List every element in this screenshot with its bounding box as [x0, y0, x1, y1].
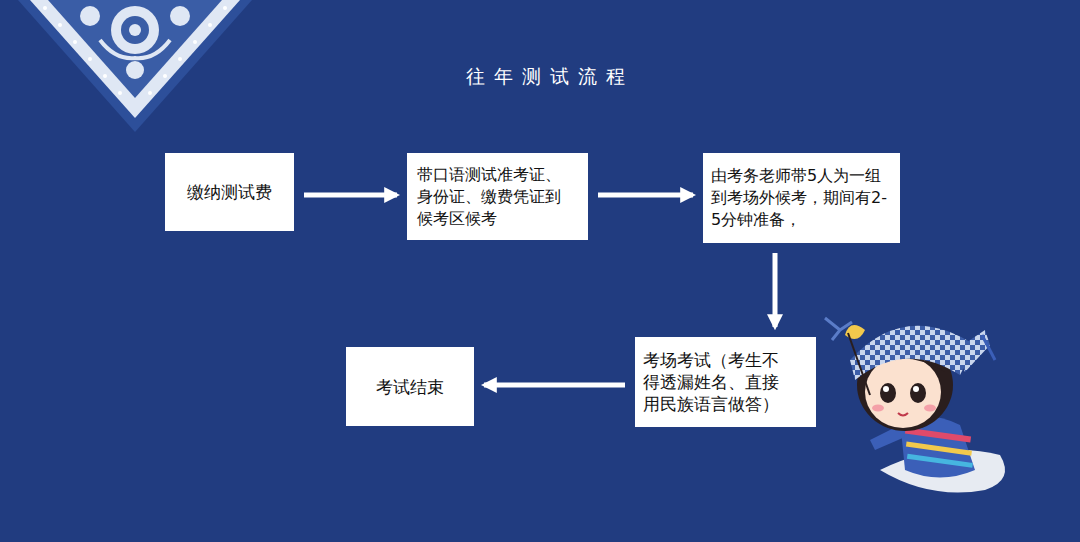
- box-text: 考场考试（考生不得透漏姓名、直接用民族语言做答）: [643, 349, 794, 415]
- flow-arrow: [773, 253, 778, 327]
- process-box: 缴纳测试费: [165, 153, 294, 231]
- box-text: 带口语测试准考证、身份证、缴费凭证到候考区候考: [417, 164, 568, 230]
- flow-arrow: [598, 193, 693, 198]
- box-text: 考试结束: [354, 376, 466, 398]
- cartoon-girl: [825, 318, 1005, 493]
- process-box: 考试结束: [346, 347, 474, 426]
- flow-arrow: [484, 383, 625, 388]
- flow-arrow: [304, 193, 397, 198]
- process-box: 带口语测试准考证、身份证、缴费凭证到候考区候考: [407, 153, 588, 240]
- box-text: 由考务老师带5人为一组到考场外候考，期间有2-5分钟准备，: [711, 165, 892, 231]
- process-box: 考场考试（考生不得透漏姓名、直接用民族语言做答）: [635, 337, 816, 427]
- bandana-corner: [18, 0, 252, 132]
- process-box: 由考务老师带5人为一组到考场外候考，期间有2-5分钟准备，: [703, 153, 900, 243]
- diagram-title: 往年测试流程: [350, 64, 750, 90]
- box-text: 缴纳测试费: [173, 181, 286, 203]
